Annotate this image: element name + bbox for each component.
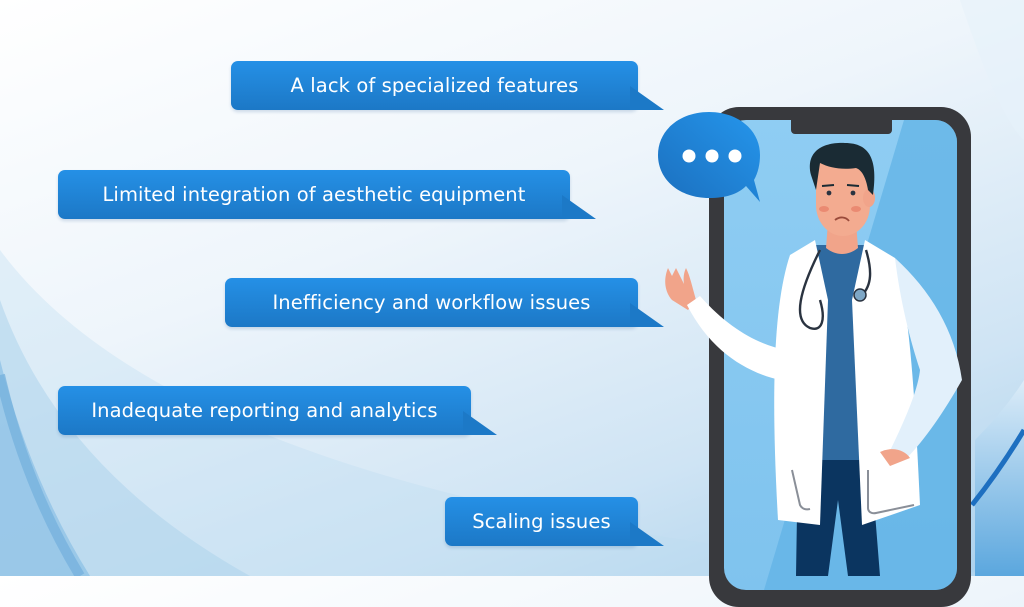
bubble-label: Scaling issues — [472, 510, 611, 533]
bubble-tail — [562, 195, 596, 219]
bubble-label: Inadequate reporting and analytics — [91, 399, 438, 422]
doctor-illustration — [665, 142, 962, 576]
speech-bubble-ellipsis-icon — [658, 112, 760, 202]
bubble-reporting-analytics: Inadequate reporting and analytics — [58, 386, 497, 435]
bubble-scaling-issues: Scaling issues — [445, 497, 664, 546]
bubble-tail — [630, 303, 664, 327]
bubble-tail — [630, 522, 664, 546]
bubble-label: A lack of specialized features — [290, 74, 579, 97]
bubble-workflow-issues: Inefficiency and workflow issues — [225, 278, 664, 327]
bubble-label: Inefficiency and workflow issues — [272, 291, 591, 314]
bubble-specialized-features: A lack of specialized features — [231, 61, 664, 110]
bubble-label: Limited integration of aesthetic equipme… — [102, 183, 526, 206]
phone-notch — [791, 118, 892, 134]
bubble-tail — [630, 86, 664, 110]
bubble-equipment-integration: Limited integration of aesthetic equipme… — [58, 170, 596, 219]
bubble-tail — [463, 411, 497, 435]
